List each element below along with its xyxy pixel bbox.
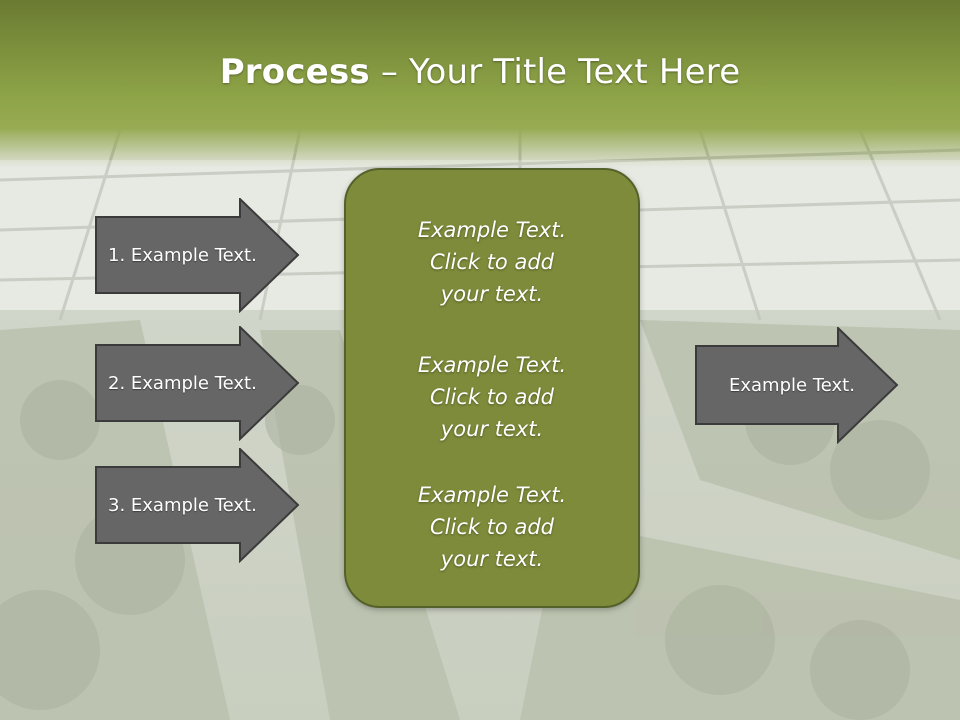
center-line: your text.: [440, 282, 544, 306]
slide-title: Process – Your Title Text Here: [0, 52, 960, 92]
center-item-3: Example Text. Click to add your text.: [346, 479, 638, 575]
left-arrow-1[interactable]: 1. Example Text.: [95, 198, 300, 313]
arrow-shape: [95, 198, 300, 313]
arrow-shape: [95, 326, 300, 441]
title-rest: – Your Title Text Here: [369, 52, 741, 92]
center-item-2: Example Text. Click to add your text.: [346, 349, 638, 445]
center-line: your text.: [440, 547, 544, 571]
arrow-label: Example Text.: [729, 375, 855, 396]
center-item-1: Example Text. Click to add your text.: [346, 214, 638, 310]
arrow-shape: [695, 327, 899, 444]
center-line: Example Text.: [417, 483, 567, 507]
left-arrow-2[interactable]: 2. Example Text.: [95, 326, 300, 441]
center-line: Click to add: [429, 385, 554, 409]
center-line: your text.: [440, 417, 544, 441]
arrow-shape: [95, 448, 300, 563]
right-arrow[interactable]: Example Text.: [695, 327, 900, 444]
center-line: Click to add: [429, 250, 554, 274]
left-arrow-3[interactable]: 3. Example Text.: [95, 448, 300, 563]
arrow-label: 3. Example Text.: [108, 495, 257, 516]
title-bold: Process: [219, 52, 370, 92]
center-line: Click to add: [429, 515, 554, 539]
center-line: Example Text.: [417, 218, 567, 242]
center-text-box[interactable]: Example Text. Click to add your text. Ex…: [344, 168, 640, 608]
arrow-label: 2. Example Text.: [108, 373, 257, 394]
center-line: Example Text.: [417, 353, 567, 377]
arrow-label: 1. Example Text.: [108, 245, 257, 266]
